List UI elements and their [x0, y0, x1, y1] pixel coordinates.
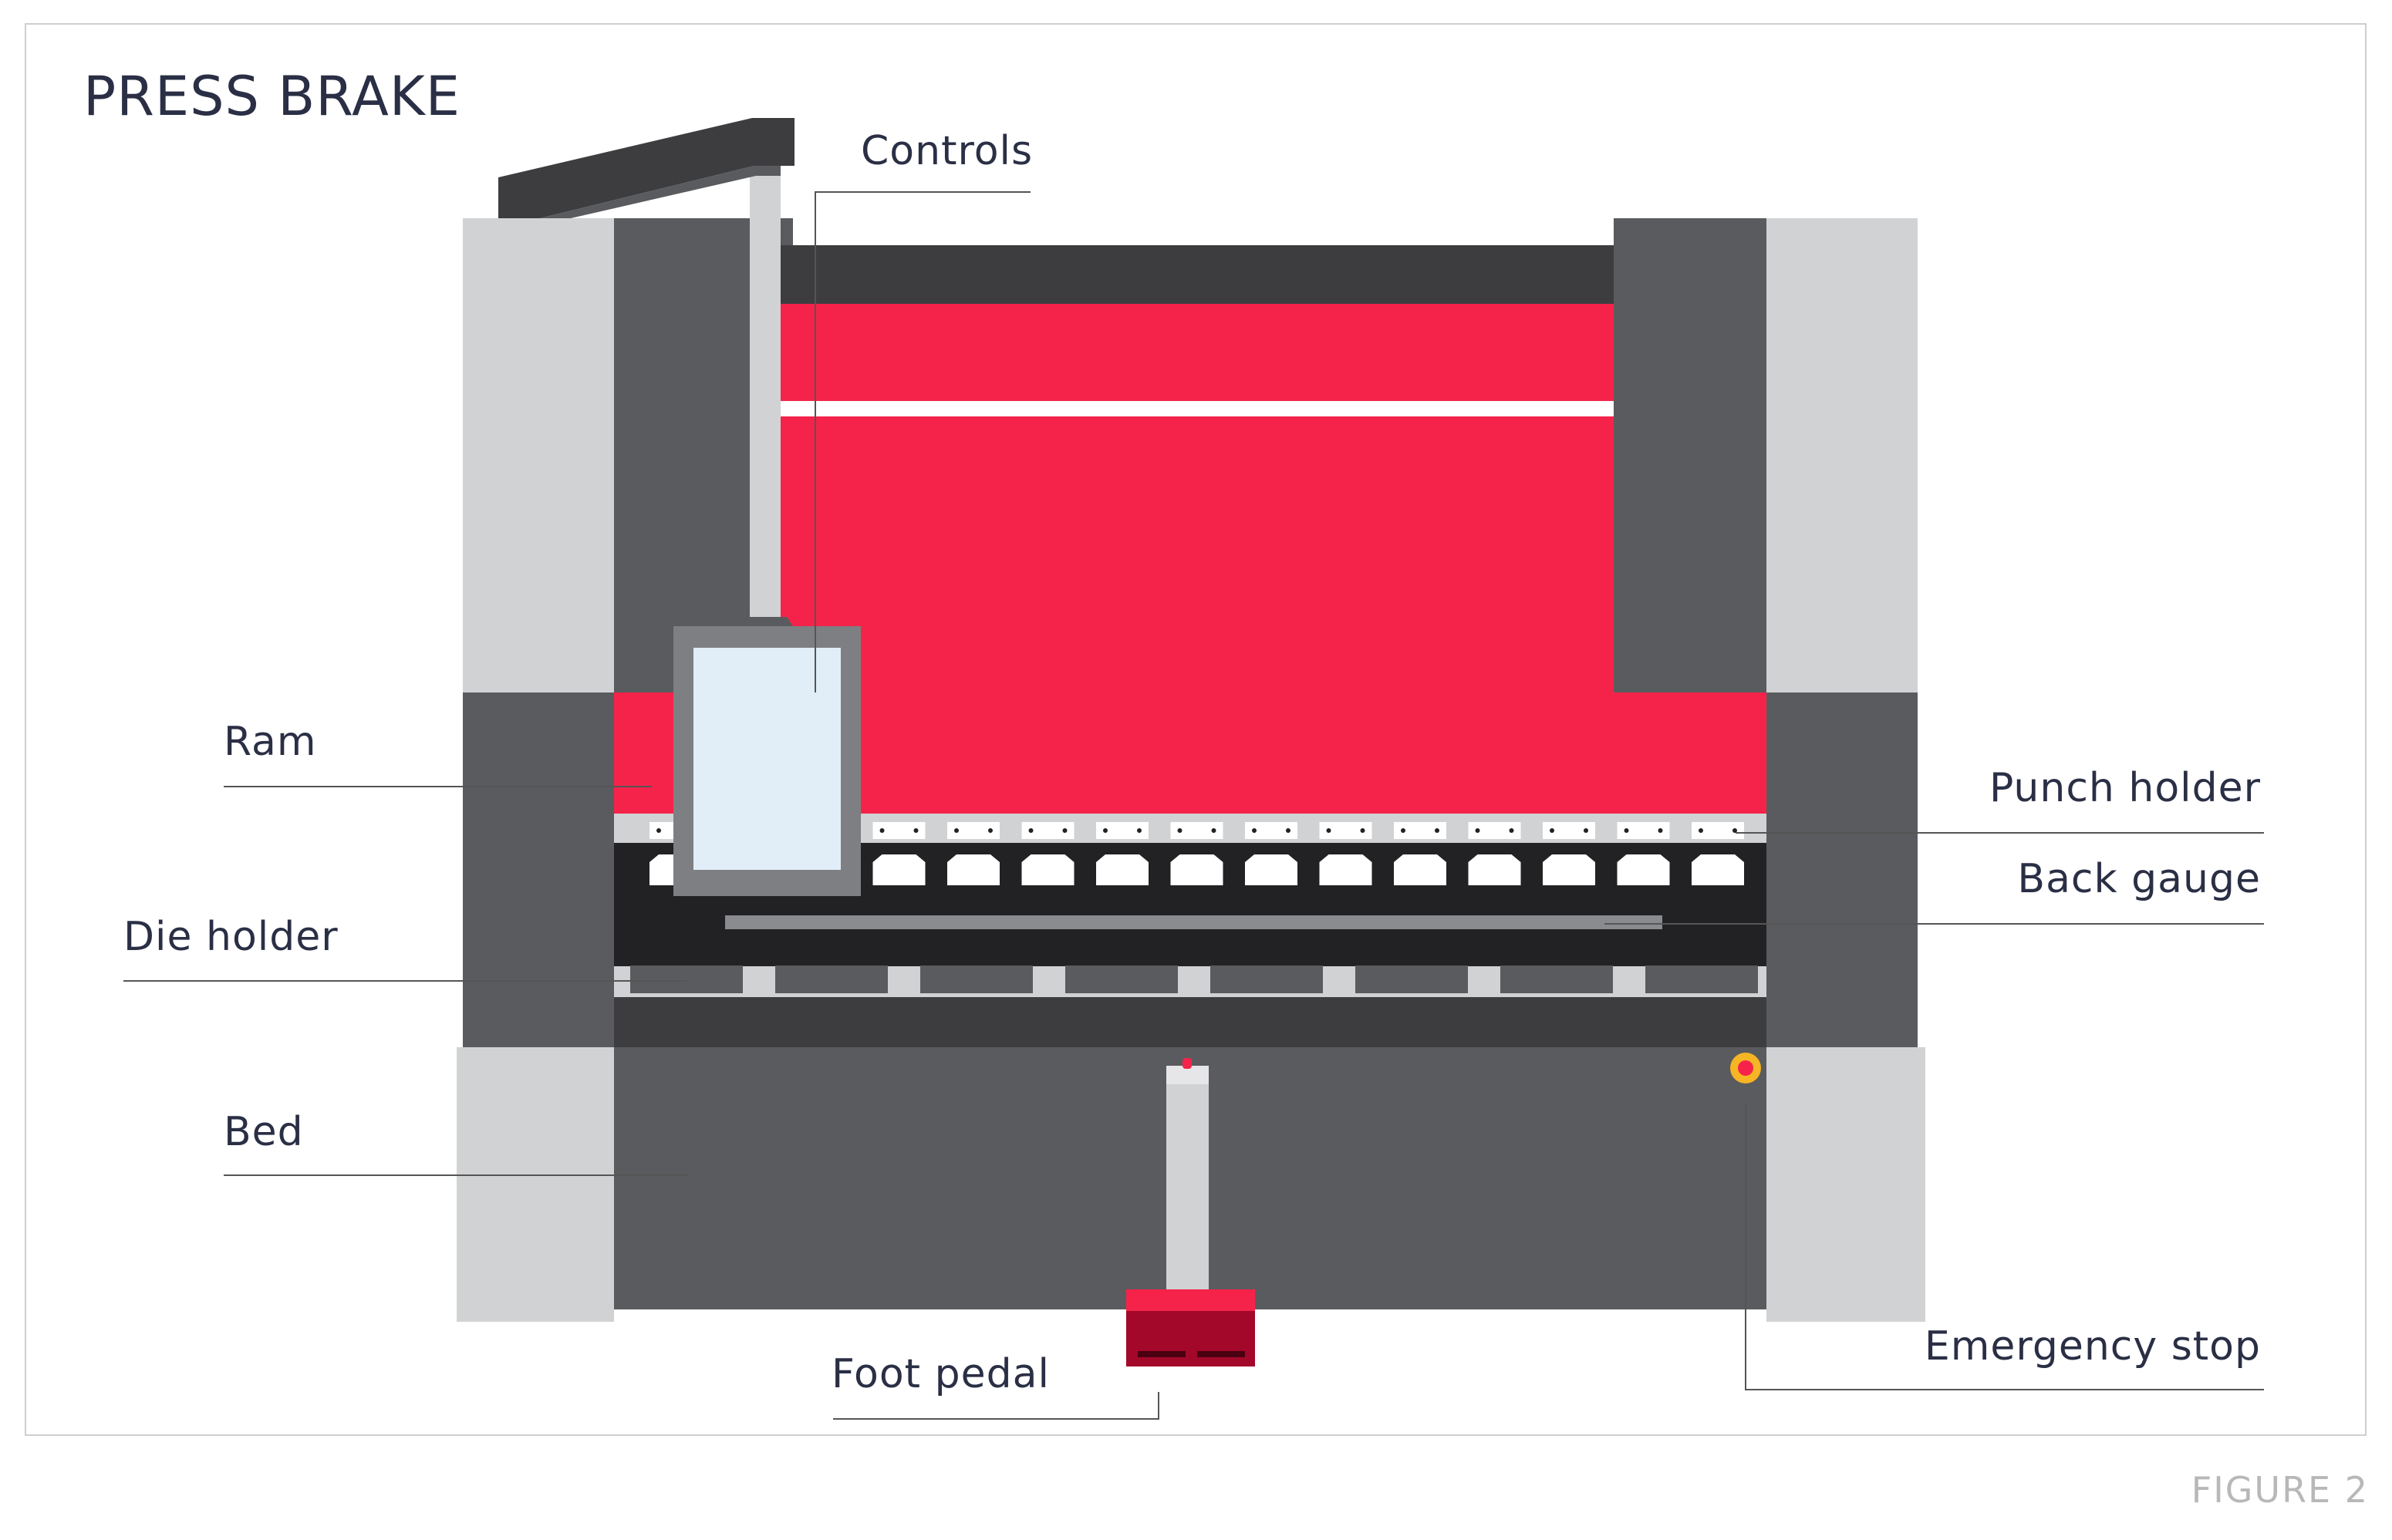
die-block [1645, 965, 1758, 993]
foot-pedal-post [1166, 1066, 1209, 1297]
punch-holder-clamp [1096, 822, 1149, 839]
label-back-gauge: Back gauge [2017, 856, 2261, 902]
punch-holder-dot [1360, 828, 1365, 833]
die-block [775, 965, 888, 993]
punch-tool [1021, 854, 1075, 885]
left-frame-lower [463, 692, 614, 1047]
punch-holder-dot [1177, 828, 1183, 833]
die-block [1500, 965, 1613, 993]
right-frame-upper [1614, 218, 1766, 692]
foot-pedal-leader [833, 1392, 1159, 1420]
punch-holder-clamp [1617, 822, 1670, 839]
punch-holder-clamp [947, 822, 1000, 839]
punch-holder-dot [1103, 828, 1108, 833]
bed-top-band [614, 997, 1766, 1047]
die-block [630, 965, 743, 993]
punch-tool [1096, 854, 1149, 885]
control-panel-hinge [737, 617, 793, 626]
punch-holder-dot [1286, 828, 1290, 833]
punch-holder-dot [1475, 828, 1480, 833]
punch-holder-dot [913, 828, 919, 833]
control-arm-boom-lower [540, 166, 781, 218]
punch-tool [1170, 854, 1223, 885]
punch-holder-dot [1326, 828, 1331, 833]
punch-holder-clamp [1319, 822, 1372, 839]
main-red-panel [779, 416, 1614, 692]
die-block [1210, 965, 1323, 993]
label-bed: Bed [224, 1109, 304, 1155]
punch-holder-dot [1550, 828, 1554, 833]
punch-tool [872, 854, 926, 885]
white-stripe [779, 401, 1614, 416]
upper-red-panel [779, 304, 1614, 401]
punch-tool [1617, 854, 1670, 885]
foot-pedal-slot-left [1138, 1351, 1186, 1357]
punch-holder-clamp [1394, 822, 1446, 839]
punch-tool [1319, 854, 1372, 885]
punch-tool [1468, 854, 1521, 885]
foot-pedal-slot-right [1197, 1351, 1245, 1357]
punch-holder-dot [1624, 828, 1629, 833]
bed-left-leg [457, 1047, 614, 1322]
punch-holder-dot [954, 828, 959, 833]
back-gauge [725, 915, 1662, 929]
punch-tool [1543, 854, 1595, 885]
page-title: PRESS BRAKE [83, 65, 461, 128]
right-column-upper [1766, 218, 1918, 692]
figure-label: FIGURE 2 [2191, 1469, 2369, 1511]
punch-holder-dot [1252, 828, 1257, 833]
punch-holder-clamp [1245, 822, 1297, 839]
punch-holder-dot [1658, 828, 1663, 833]
punch-holder-dot [1137, 828, 1142, 833]
label-die-holder: Die holder [123, 914, 339, 960]
die-block [1355, 965, 1468, 993]
punch-holder-dot [1062, 828, 1068, 833]
controls-leader [815, 191, 1031, 692]
punch-holder-clamp [1170, 822, 1223, 839]
punch-holder-dot [879, 828, 885, 833]
punch-holder-dot [1435, 828, 1439, 833]
emergency-stop-core [1738, 1060, 1753, 1076]
punch-holder-dot [1401, 828, 1405, 833]
label-foot-pedal: Foot pedal [832, 1351, 1050, 1397]
punch-holder-dot [1509, 828, 1514, 833]
top-crossbar [779, 245, 1614, 304]
punch-holder-dot [1584, 828, 1588, 833]
control-arm-post [750, 166, 781, 621]
label-emergency-stop: Emergency stop [1924, 1323, 2261, 1370]
leader-lines [123, 191, 2264, 1420]
punch-holder-dot [1699, 828, 1703, 833]
punch-holder-clamp [1468, 822, 1521, 839]
punch-tool [1245, 854, 1297, 885]
label-punch-holder: Punch holder [1989, 765, 2261, 811]
label-controls: Controls [861, 128, 1034, 174]
punch-holder-clamp [1021, 822, 1075, 839]
foot-pedal-top [1126, 1289, 1255, 1311]
bed-right-leg [1766, 1047, 1925, 1322]
die-block [920, 965, 1033, 993]
foot-pedal-light [1183, 1058, 1192, 1069]
punch-tool [1394, 854, 1446, 885]
punch-tool [947, 854, 1000, 885]
figure-frame [25, 23, 2367, 1436]
punch-holder-clamp [872, 822, 926, 839]
left-column-upper [463, 218, 614, 692]
right-frame-lower [1766, 692, 1918, 1047]
punch-tool [1692, 854, 1744, 885]
control-panel-screen [693, 648, 841, 870]
punch-holder-dot [988, 828, 993, 833]
die-block [1065, 965, 1178, 993]
control-arm-boom [498, 118, 795, 218]
punch-holder-clamp [1543, 822, 1595, 839]
emergency-stop-leader [1745, 1103, 2264, 1390]
label-ram: Ram [224, 719, 317, 765]
punch-holder-dot [1028, 828, 1034, 833]
punch-holder-dot [1732, 828, 1737, 833]
punch-holder-dot [656, 828, 661, 833]
die-blocks [630, 965, 1758, 993]
punch-holder-clamp [1692, 822, 1744, 839]
punch-holder-dot [1211, 828, 1216, 833]
